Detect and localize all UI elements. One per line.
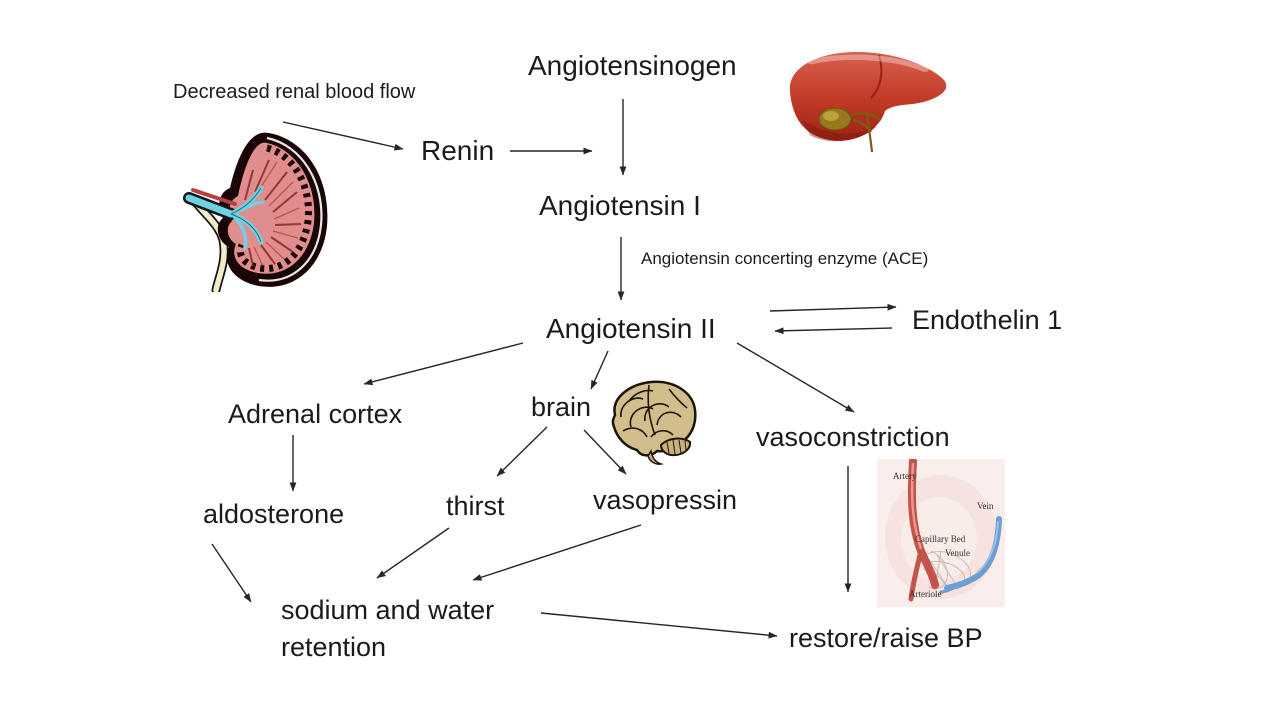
- capillary-vein-label: Vein: [977, 501, 994, 511]
- node-brain: brain: [531, 392, 592, 422]
- sodium-water-line2: retention: [281, 632, 387, 662]
- node-thirst: thirst: [446, 491, 505, 521]
- node-renin: Renin: [421, 135, 495, 166]
- arrow-brain-to-vasopressin: [583, 429, 627, 475]
- arrow-thirst-to-sodium-retention: [376, 527, 450, 579]
- sodium-water-line1: sodium and water: [281, 595, 495, 625]
- node-sodium-water-retention: sodium and water retention: [281, 592, 494, 666]
- arrow-angiotensin-ii-to-adrenal-cortex: [363, 342, 524, 386]
- node-adrenal-cortex: Adrenal cortex: [228, 399, 403, 429]
- node-aldosterone: aldosterone: [203, 499, 345, 529]
- capillary-artery-label: Artery: [893, 471, 917, 481]
- arrow-angiotensin-ii-to-brain: [590, 350, 609, 390]
- arrow-aldosterone-to-sodium-retention: [211, 543, 252, 603]
- label-ace-enzyme: Angiotensin concerting enzyme (ACE): [641, 249, 929, 268]
- capillary-bed-label: Capillary Bed: [915, 534, 966, 544]
- arrow-angiotensin-ii-to-endothelin: [769, 303, 897, 312]
- capillary-venule-label: Venule: [945, 548, 970, 558]
- arrow-decreased-flow-to-renin: [282, 121, 404, 151]
- kidney-illustration: [183, 132, 328, 292]
- arrow-vasopressin-to-sodium-retention: [472, 524, 642, 581]
- node-vasoconstriction: vasoconstriction: [756, 422, 950, 452]
- liver-illustration: [789, 51, 947, 153]
- node-vasopressin: vasopressin: [593, 485, 738, 515]
- arrow-endothelin-to-angiotensin-ii: [774, 327, 893, 335]
- node-angiotensinogen: Angiotensinogen: [528, 50, 737, 81]
- brain-illustration: [611, 380, 697, 465]
- arrow-angiotensin-ii-to-vasoconstriction: [736, 342, 855, 413]
- node-angiotensin-ii: Angiotensin II: [546, 313, 716, 344]
- capillary-arteriole-label: Arteriole: [909, 589, 941, 599]
- node-restore-raise-bp: restore/raise BP: [789, 623, 983, 653]
- node-endothelin-1: Endothelin 1: [912, 305, 1063, 335]
- node-decreased-renal-blood-flow: Decreased renal blood flow: [173, 81, 416, 103]
- capillary-bed-illustration: Artery Vein Capillary Bed Venule Arterio…: [877, 459, 1005, 607]
- arrow-brain-to-thirst: [496, 426, 548, 477]
- node-angiotensin-i: Angiotensin I: [539, 190, 701, 221]
- arrow-sodium-retention-to-restore-bp: [540, 612, 778, 639]
